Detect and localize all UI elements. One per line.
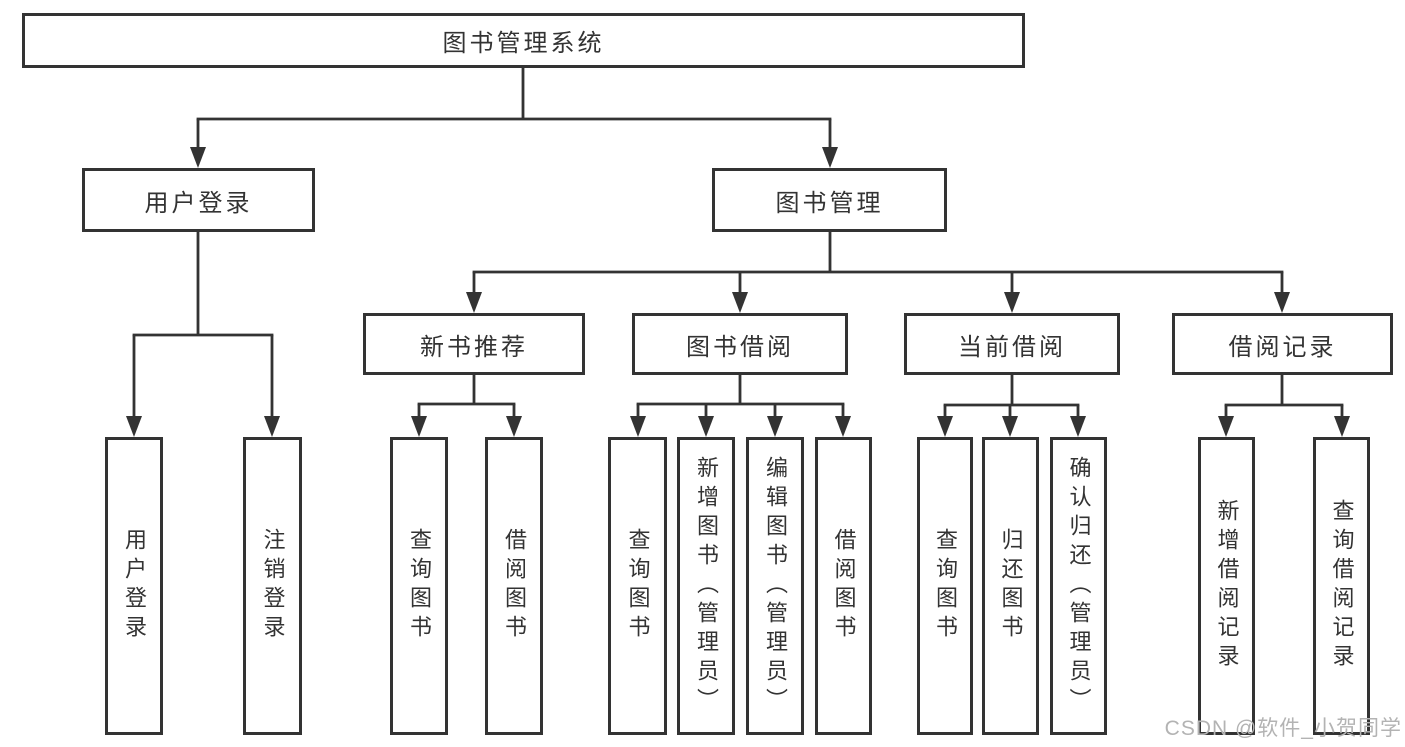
leaf-edit-books-admin: 编辑图书（管理员） xyxy=(746,437,804,735)
leaf-borrow-books-1: 借阅图书 xyxy=(485,437,543,735)
node-borrow-records-label: 借阅记录 xyxy=(1228,333,1337,361)
leaf-logout-label: 注销登录 xyxy=(260,528,286,644)
arrowheads-level3 xyxy=(466,292,1290,313)
leaf-confirm-return-admin-label: 确认归还（管理员） xyxy=(1066,455,1092,717)
arrowheads-borrow-record-group xyxy=(1218,416,1350,437)
csdn-watermark: CSDN @软件_小贺同学 xyxy=(1164,717,1402,740)
leaf-user-login: 用户登录 xyxy=(105,437,163,735)
arrowheads-current-borrow-group xyxy=(937,416,1086,437)
leaf-add-borrow-record: 新增借阅记录 xyxy=(1198,437,1255,735)
node-user-login-label: 用户登录 xyxy=(144,189,253,217)
leaf-borrow-books-2: 借阅图书 xyxy=(815,437,872,735)
leaf-confirm-return-admin: 确认归还（管理员） xyxy=(1050,437,1107,735)
leaf-borrow-books-2-label: 借阅图书 xyxy=(831,528,857,644)
leaf-query-books-1-label: 查询图书 xyxy=(407,528,432,644)
leaf-query-books-3-label: 查询图书 xyxy=(933,528,958,644)
arrowheads-book-borrow-group xyxy=(630,416,851,437)
node-root: 图书管理系统 xyxy=(22,13,1025,68)
connector-book-borrow-group xyxy=(636,375,845,419)
connector-book-mgmt-to-level3 xyxy=(472,232,1284,295)
leaf-query-borrow-record-label: 查询借阅记录 xyxy=(1329,499,1355,673)
node-book-management-label: 图书管理 xyxy=(775,189,884,217)
leaf-return-books-label: 归还图书 xyxy=(998,528,1024,644)
node-new-book-recommend: 新书推荐 xyxy=(363,313,585,375)
leaf-query-books-3: 查询图书 xyxy=(917,437,973,735)
leaf-borrow-books-1-label: 借阅图书 xyxy=(502,528,527,644)
connector-new-book-group xyxy=(417,375,516,419)
leaf-query-borrow-record: 查询借阅记录 xyxy=(1313,437,1370,735)
arrowheads-new-book-group xyxy=(411,416,522,437)
node-book-management: 图书管理 xyxy=(712,168,947,232)
node-current-borrow: 当前借阅 xyxy=(904,313,1120,375)
leaf-query-books-2-label: 查询图书 xyxy=(625,528,651,644)
node-new-book-recommend-label: 新书推荐 xyxy=(420,333,528,361)
leaf-logout: 注销登录 xyxy=(243,437,302,735)
leaf-return-books: 归还图书 xyxy=(982,437,1039,735)
arrowheads-user-login-group xyxy=(126,416,280,437)
leaf-query-books-2: 查询图书 xyxy=(608,437,667,735)
node-book-borrow-label: 图书借阅 xyxy=(686,333,794,361)
node-current-borrow-label: 当前借阅 xyxy=(958,333,1066,361)
connector-current-borrow-group xyxy=(943,375,1080,419)
node-user-login: 用户登录 xyxy=(82,168,315,232)
leaf-user-login-label: 用户登录 xyxy=(122,528,147,644)
leaf-add-books-admin-label: 新增图书（管理员） xyxy=(694,455,719,717)
leaf-add-borrow-record-label: 新增借阅记录 xyxy=(1214,499,1240,673)
connector-user-login-group xyxy=(132,232,274,419)
connector-borrow-record-group xyxy=(1224,375,1344,419)
connector-root-to-level2 xyxy=(196,68,832,150)
leaf-edit-books-admin-label: 编辑图书（管理员） xyxy=(763,455,788,717)
node-root-label: 图书管理系统 xyxy=(442,30,605,57)
leaf-add-books-admin: 新增图书（管理员） xyxy=(677,437,735,735)
node-book-borrow: 图书借阅 xyxy=(632,313,848,375)
arrowheads-level2 xyxy=(190,147,838,168)
leaf-query-books-1: 查询图书 xyxy=(390,437,448,735)
node-borrow-records: 借阅记录 xyxy=(1172,313,1393,375)
